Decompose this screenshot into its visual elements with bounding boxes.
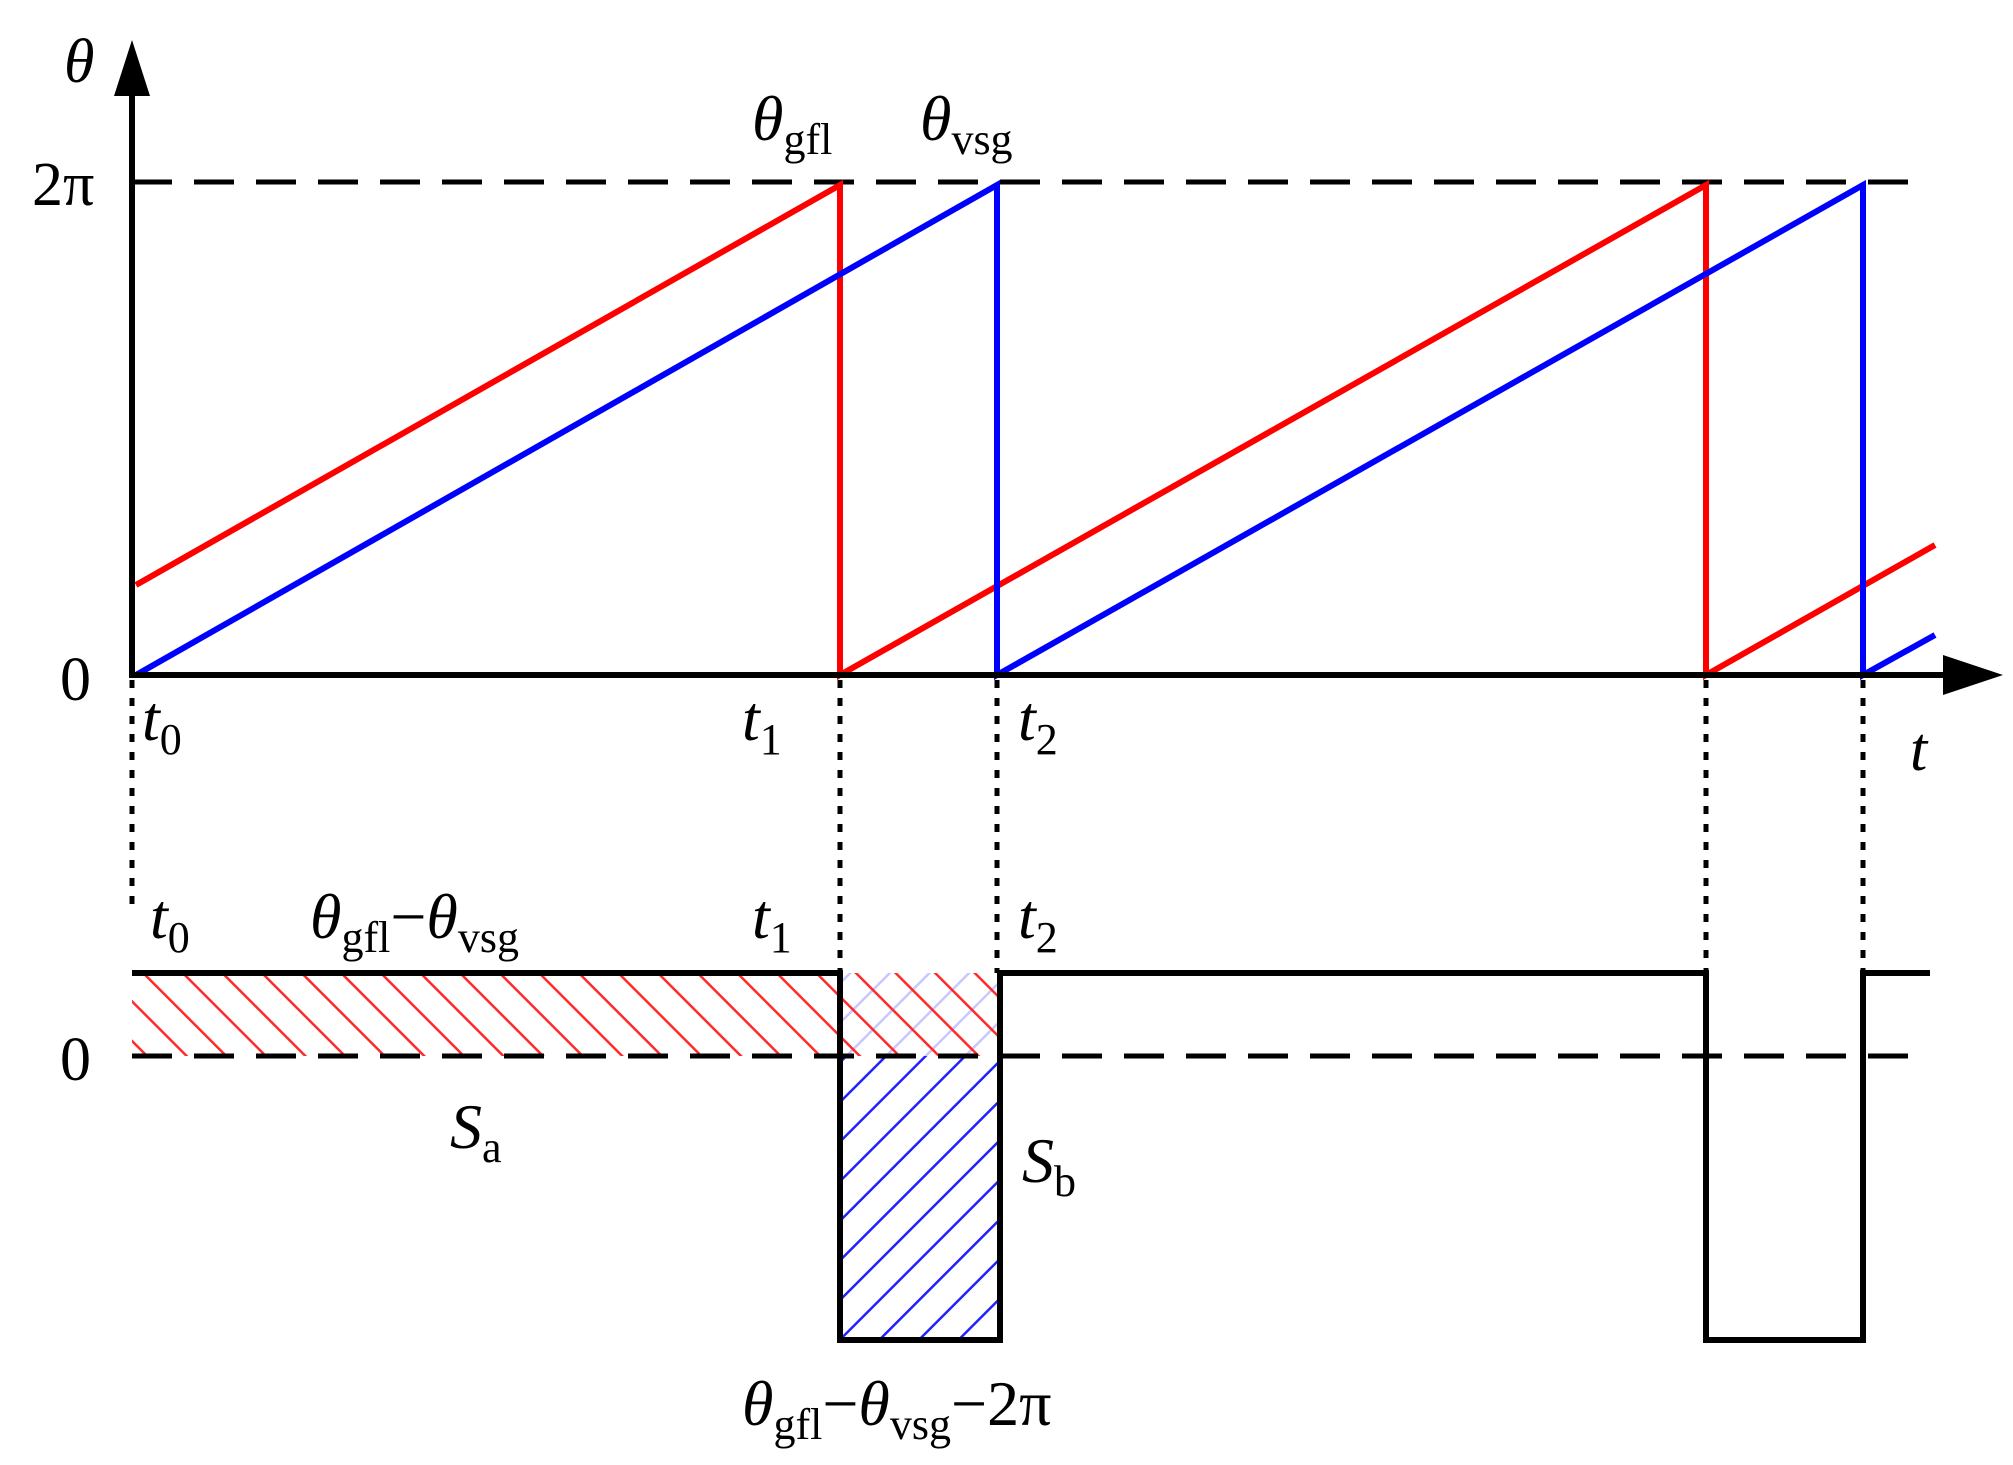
area-overlap-red-hatch bbox=[840, 973, 997, 1056]
tick-label-2pi: 2π bbox=[32, 151, 94, 219]
label-t2-upper: t2 bbox=[1018, 683, 1058, 764]
dotted-projection-lines bbox=[129, 680, 1866, 973]
label-area-sa: Sa bbox=[450, 1091, 502, 1172]
label-area-sb: Sb bbox=[1022, 1125, 1076, 1206]
x-axis-arrow-icon bbox=[1943, 655, 2003, 695]
label-difference-minus-2pi: θgfl−θvsg−2π bbox=[742, 1368, 1051, 1449]
area-sb-hatch bbox=[840, 1056, 997, 1340]
y-axis-label: θ bbox=[64, 28, 94, 96]
curve-theta-vsg bbox=[134, 179, 1937, 681]
x-axis-label: t bbox=[1910, 716, 1929, 784]
y-axis-arrow-icon bbox=[114, 40, 150, 96]
tick-label-zero-bottom: 0 bbox=[60, 1026, 91, 1094]
label-difference: θgfl−θvsg bbox=[310, 881, 519, 962]
label-t0-lower: t0 bbox=[150, 881, 190, 962]
label-theta-gfl: θgfl bbox=[752, 83, 832, 164]
label-t1-lower: t1 bbox=[752, 881, 792, 962]
label-t1-upper: t1 bbox=[742, 683, 782, 764]
label-theta-vsg: θvsg bbox=[920, 83, 1013, 164]
label-t2-lower: t2 bbox=[1018, 881, 1058, 962]
area-sa-hatch bbox=[132, 973, 840, 1056]
tick-label-zero-top: 0 bbox=[60, 646, 91, 714]
label-t0-upper: t0 bbox=[142, 683, 182, 764]
curve-theta-gfl bbox=[134, 179, 1937, 681]
curve-difference bbox=[132, 970, 1930, 1343]
